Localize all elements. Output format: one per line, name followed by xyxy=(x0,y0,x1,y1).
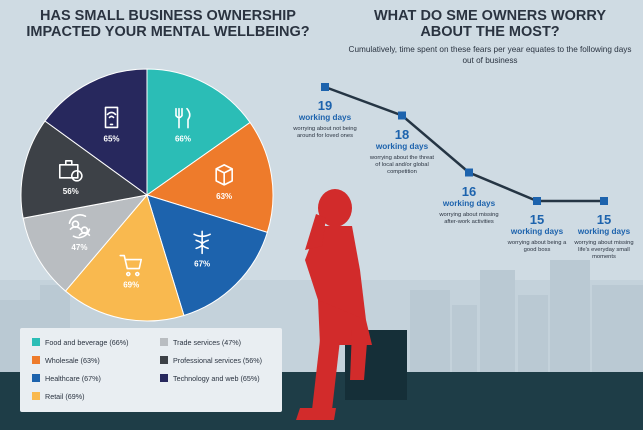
smartphone-wifi-icon xyxy=(104,106,119,129)
point-value: 15 xyxy=(596,212,612,227)
point-unit: working days xyxy=(298,113,352,122)
thinking-person-figure xyxy=(296,189,372,420)
line-point-marker xyxy=(600,197,608,205)
point-description: worrying about not being around for love… xyxy=(293,126,357,139)
point-value: 19 xyxy=(317,98,333,113)
line-point-marker xyxy=(398,111,406,120)
pie-slice-professional-services xyxy=(20,120,149,219)
legend-label: Healthcare (67%) xyxy=(45,374,101,383)
briefcase-dollar-icon xyxy=(58,160,83,182)
shopping-cart-icon xyxy=(119,254,143,277)
legend-label: Trade services (47%) xyxy=(173,338,242,347)
legend-item: Technology and web (65%) xyxy=(160,374,260,383)
pie-slice-healthcare xyxy=(146,194,268,317)
legend-item: Wholesale (63%) xyxy=(32,356,100,365)
legend-item: Retail (69%) xyxy=(32,392,85,401)
box-icon xyxy=(215,164,233,186)
pie-value-label: 66% xyxy=(175,135,191,144)
people-exchange-icon xyxy=(68,214,91,239)
point-description: worrying about missing after-work activi… xyxy=(439,211,499,225)
right-chart-title: WHAT DO SME OWNERS WORRY ABOUT THE MOST? xyxy=(374,8,606,40)
point-value: 16 xyxy=(461,183,477,199)
point-unit: working days xyxy=(577,227,631,236)
pie-value-label: 63% xyxy=(216,192,232,201)
legend-label: Professional services (56%) xyxy=(173,356,263,365)
legend-label: Retail (69%) xyxy=(45,392,85,401)
legend-swatch xyxy=(32,392,40,400)
pie-value-label: 69% xyxy=(123,281,139,290)
pie-slice-food-and-beverage xyxy=(146,68,251,196)
legend-item: Trade services (47%) xyxy=(160,338,241,347)
point-description: worrying about being a good boss xyxy=(507,240,567,253)
pie-value-label: 56% xyxy=(63,187,79,196)
point-unit: working days xyxy=(510,227,564,236)
legend-label: Food and beverage (66%) xyxy=(45,338,129,347)
legend-label: Wholesale (63%) xyxy=(45,356,100,365)
legend-swatch xyxy=(160,374,168,382)
legend-item: Professional services (56%) xyxy=(160,356,262,365)
point-value: 15 xyxy=(529,212,545,227)
point-value: 18 xyxy=(394,126,410,142)
pie-slice-technology-and-web xyxy=(44,68,148,196)
line-point-marker xyxy=(321,83,329,91)
city-skyline xyxy=(0,260,643,380)
point-unit: working days xyxy=(375,141,429,151)
legend-swatch xyxy=(32,338,40,346)
line-point-marker xyxy=(533,197,541,205)
legend-swatch xyxy=(160,356,168,364)
right-chart-subtitle: Cumulatively, time spent on these fears … xyxy=(348,45,632,65)
legend-label: Technology and web (65%) xyxy=(173,374,260,383)
legend-swatch xyxy=(32,374,40,382)
pie-legend: Food and beverage (66%) Trade services (4… xyxy=(20,328,282,412)
left-chart-title: HAS SMALL BUSINESS OWNERSHIP IMPACTED YO… xyxy=(26,8,310,40)
caduceus-icon xyxy=(193,230,211,255)
point-description: worrying about missing life's everyday s… xyxy=(574,240,634,260)
point-description: worrying about the threat of local and/o… xyxy=(369,154,435,175)
fork-knife-icon xyxy=(175,107,191,129)
legend-item: Food and beverage (66%) xyxy=(32,338,129,347)
pie-value-label: 47% xyxy=(71,243,87,252)
pie-slice-wholesale xyxy=(145,121,274,233)
legend-item: Healthcare (67%) xyxy=(32,374,101,383)
legend-swatch xyxy=(32,356,40,364)
pie-slice-trade-services xyxy=(22,194,149,292)
pie-value-label: 67% xyxy=(194,259,210,268)
pie-value-label: 65% xyxy=(104,134,120,143)
line-point-marker xyxy=(465,168,473,177)
legend-swatch xyxy=(160,338,168,346)
point-unit: working days xyxy=(442,198,496,208)
